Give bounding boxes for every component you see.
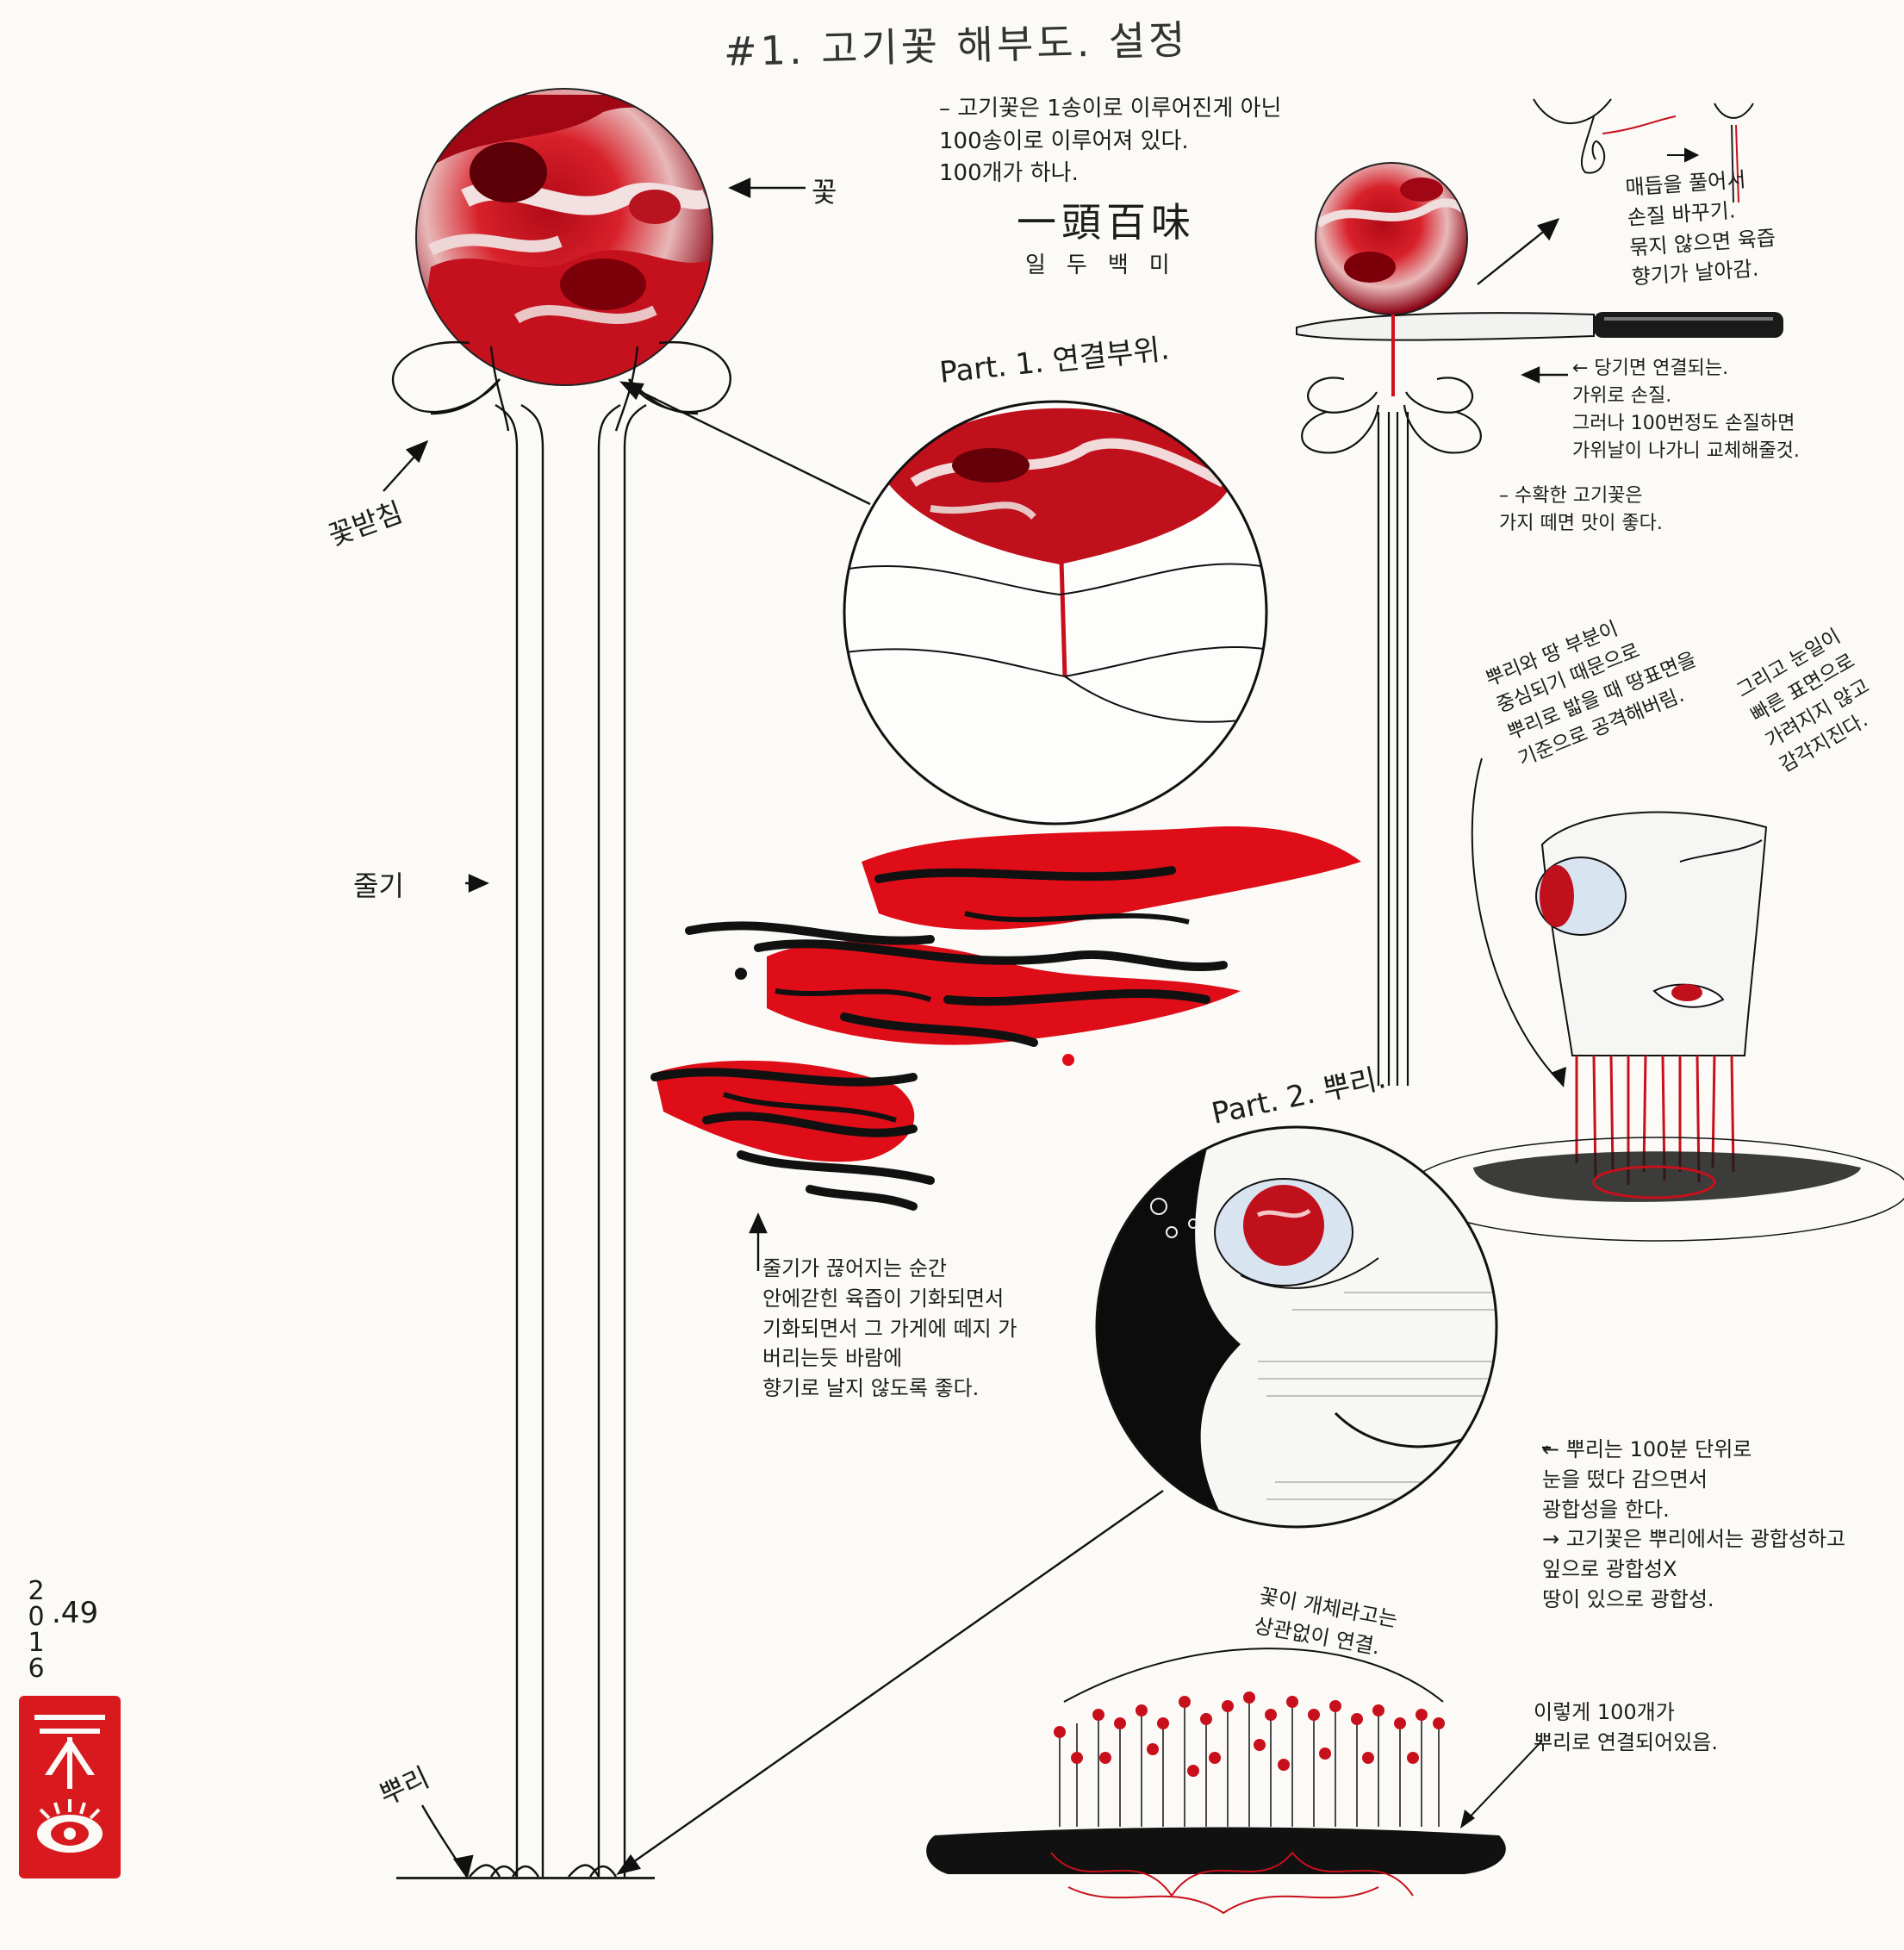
- year-digit: 1: [28, 1628, 45, 1658]
- hundred-roots-colony: [926, 1648, 1543, 1915]
- date-year: 2 0 1 6: [19, 1579, 53, 1682]
- note-hundred-connected: 이렇게 100개가 뿌리로 연결되어있음.: [1534, 1700, 1718, 1754]
- ground-line: [396, 1877, 655, 1879]
- main-stem: [469, 403, 647, 1878]
- blood-splatter: [650, 826, 1361, 1211]
- year-digit: 2: [28, 1576, 45, 1606]
- root-face-creature: [1408, 757, 1904, 1242]
- note-scissors: ← 당기면 연결되는. 가위로 손질. 그러나 100번정도 손질하면 가위날이…: [1572, 358, 1800, 462]
- note-harvest: – 수확한 고기꽃은 가지 떼면 맛이 좋다.: [1499, 485, 1663, 534]
- note-hundred-blossoms: – 고기꽃은 1송이로 이루어진게 아닌 100송이로 이루어져 있다. 100…: [939, 96, 1282, 187]
- part1-detail-circle: [843, 400, 1268, 825]
- note-knot: 매듭을 풀어서 손질 바꾸기. 묶지 않으면 육즙 향기가 날아감.: [1624, 167, 1776, 290]
- main-meat-flower: [415, 88, 713, 386]
- second-stem: [1301, 377, 1482, 1086]
- stem-cut-arrow: [749, 1212, 768, 1271]
- year-digit: 6: [28, 1654, 45, 1684]
- second-meat-flower: [1315, 162, 1468, 315]
- label-arrows: [383, 178, 871, 1879]
- label-stem: 줄기: [353, 869, 404, 902]
- part2-arrow: [616, 1490, 1164, 1875]
- note-hanja-reading: 일두백미: [1025, 252, 1191, 278]
- note-stem-cut: 줄기가 끊어지는 순간 안에갇힌 육즙이 기화되면서 기화되면서 그 가게에 떼…: [762, 1256, 1017, 1401]
- year-digit: 0: [28, 1602, 45, 1632]
- seal-stamp-icon: [19, 1696, 121, 1878]
- page-title: #1. 고기꽃 해부도. 설정: [723, 16, 1190, 76]
- part2-eye-circle: [1095, 1125, 1498, 1529]
- knife-arrow: [1477, 218, 1568, 383]
- knife: [1296, 312, 1783, 341]
- knot-sketch: [1533, 98, 1754, 203]
- label-flower: 꽃: [812, 176, 837, 209]
- note-root-photosynthesis: ← 뿌리는 100분 단위로 눈을 떴다 감으면서 광합성을 한다. → 고기꽃…: [1542, 1437, 1846, 1611]
- date-number: .49: [52, 1596, 99, 1630]
- note-hanja: 一頭百味: [1017, 199, 1196, 246]
